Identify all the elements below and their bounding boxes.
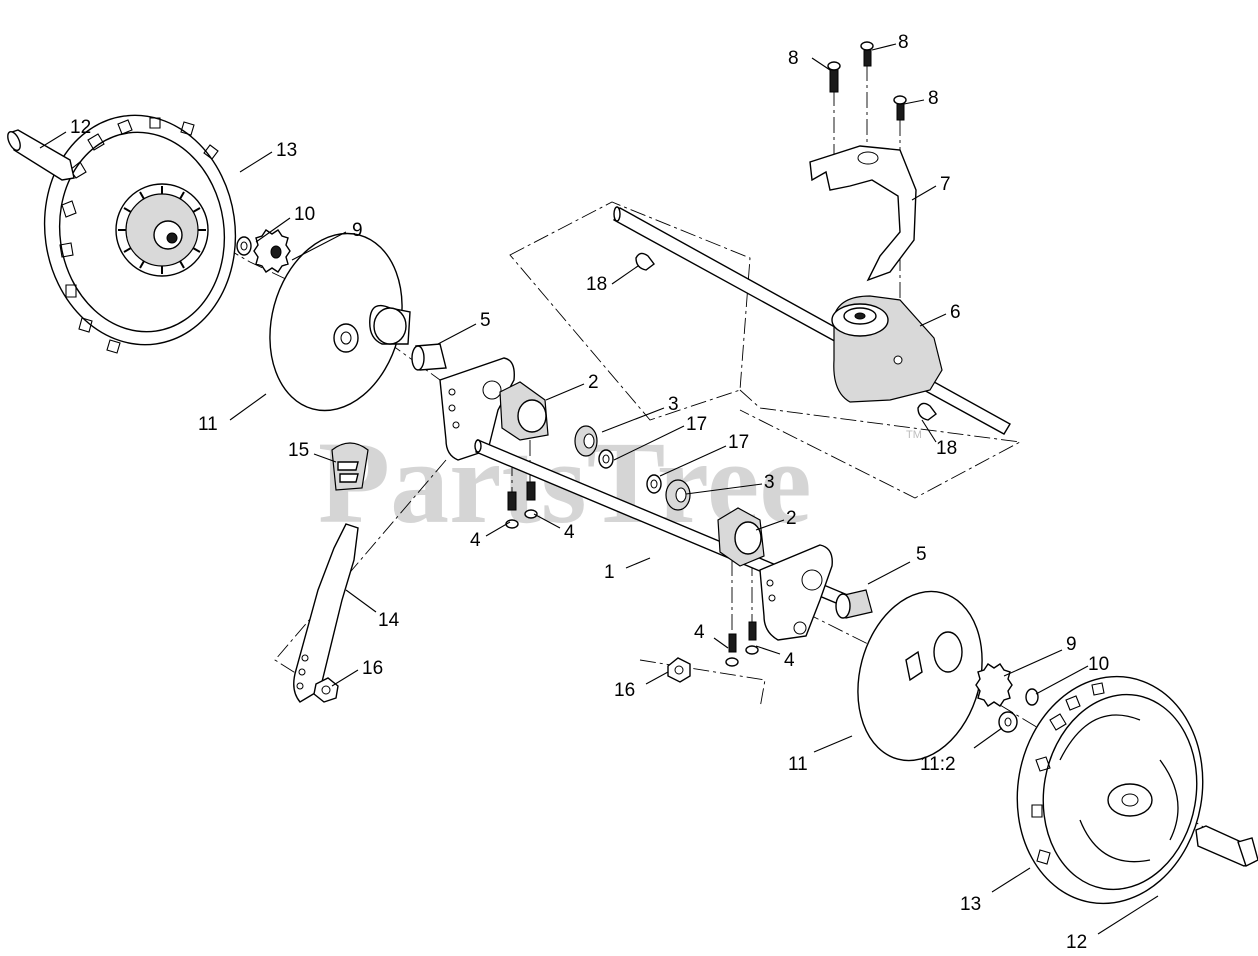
- callout-4-c: 4: [694, 622, 705, 643]
- callout-labels: 12 13 10 9 5 11 2 3 17 15 4 4 14 16 1 17…: [70, 32, 1109, 953]
- callout-11-left: 11: [198, 414, 218, 435]
- callout-13-left: 13: [276, 140, 297, 161]
- callout-10-right: 10: [1088, 654, 1109, 675]
- callout-8-a: 8: [788, 48, 799, 69]
- callout-2-left: 2: [588, 372, 599, 393]
- callout-6: 6: [950, 302, 961, 323]
- callout-13-right: 13: [960, 894, 981, 915]
- drive-assembly: [613, 41, 1011, 435]
- callout-4-a: 4: [470, 530, 481, 551]
- callout-16-right: 16: [614, 680, 635, 701]
- callout-8-c: 8: [928, 88, 939, 109]
- callout-15: 15: [288, 440, 309, 461]
- callout-17-right: 17: [728, 432, 749, 453]
- callout-9-left: 9: [352, 220, 363, 241]
- callout-18-right: 18: [936, 438, 957, 459]
- callout-17-left: 17: [686, 414, 707, 435]
- callout-1: 1: [604, 562, 615, 583]
- callout-11-2: 11:2: [920, 754, 956, 775]
- callout-12-left: 12: [70, 117, 91, 138]
- callout-4-b: 4: [564, 522, 575, 543]
- watermark-trademark: TM: [906, 429, 922, 441]
- callout-11-right: 11: [788, 754, 808, 775]
- right-bracket-assembly: [646, 474, 873, 683]
- leader-lines: [39, 43, 1159, 935]
- callout-16-left: 16: [362, 658, 383, 679]
- height-adjuster-assembly: [293, 442, 369, 703]
- callout-18-top: 18: [586, 274, 607, 295]
- callout-3-right: 3: [764, 472, 775, 493]
- callout-10-left: 10: [294, 204, 315, 225]
- callout-4-d: 4: [784, 650, 795, 671]
- callout-7: 7: [940, 174, 951, 195]
- callout-5-right: 5: [916, 544, 927, 565]
- callout-3-left: 3: [668, 394, 679, 415]
- left-wheel: [7, 114, 237, 354]
- callout-5-left: 5: [480, 310, 491, 331]
- left-small-parts: [236, 229, 447, 412]
- callout-12-right: 12: [1066, 932, 1087, 953]
- callout-2-right: 2: [786, 508, 797, 529]
- right-wheel-assembly: [857, 590, 1258, 905]
- left-bracket-assembly: [439, 357, 614, 529]
- callout-8-b: 8: [898, 32, 909, 53]
- callout-14: 14: [378, 610, 400, 631]
- callout-9-right: 9: [1066, 634, 1077, 655]
